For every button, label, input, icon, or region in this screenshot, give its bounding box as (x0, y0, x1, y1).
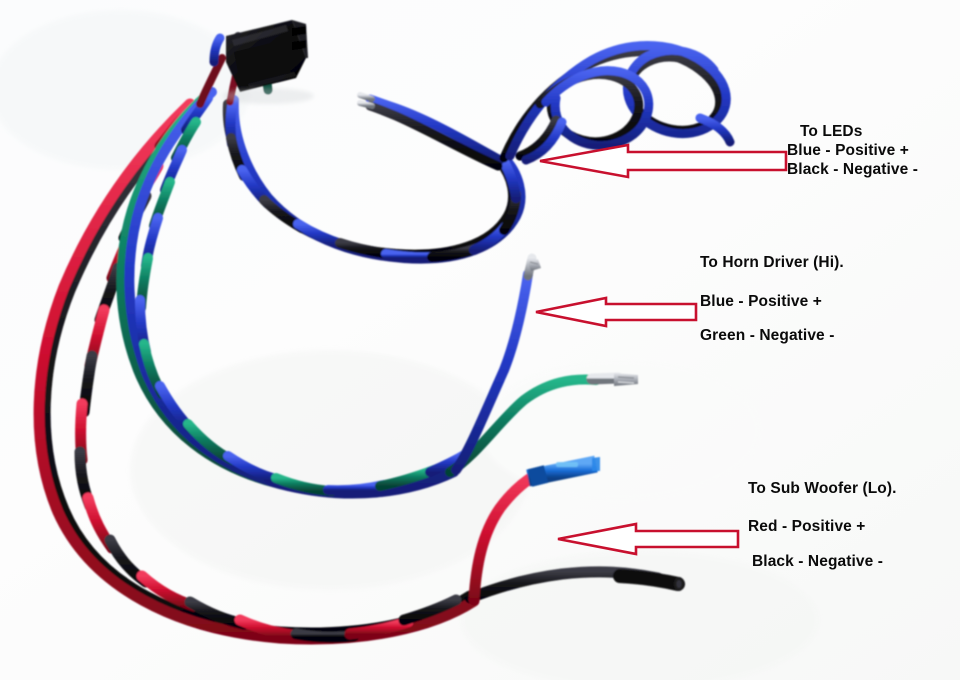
annotation-leds-negative: Black - Negative - (787, 161, 919, 178)
arrow-to-leds (539, 143, 788, 179)
annotation-leds-title: To LEDs (800, 123, 863, 140)
annotation-horn-driver-positive: Blue - Positive + (700, 293, 822, 310)
arrow-to-sub-woofer (557, 522, 740, 556)
annotation-sub-woofer-positive: Red - Positive + (748, 518, 866, 535)
annotation-horn-driver-title: To Horn Driver (Hi). (700, 254, 844, 271)
arrow-to-horn-driver (535, 296, 698, 328)
annotation-leds-positive: Blue - Positive + (787, 142, 909, 159)
annotation-horn-driver-negative: Green - Negative - (700, 327, 835, 344)
annotation-sub-woofer-title: To Sub Woofer (Lo). (748, 480, 897, 497)
annotation-sub-woofer-negative: Black - Negative - (752, 553, 884, 570)
